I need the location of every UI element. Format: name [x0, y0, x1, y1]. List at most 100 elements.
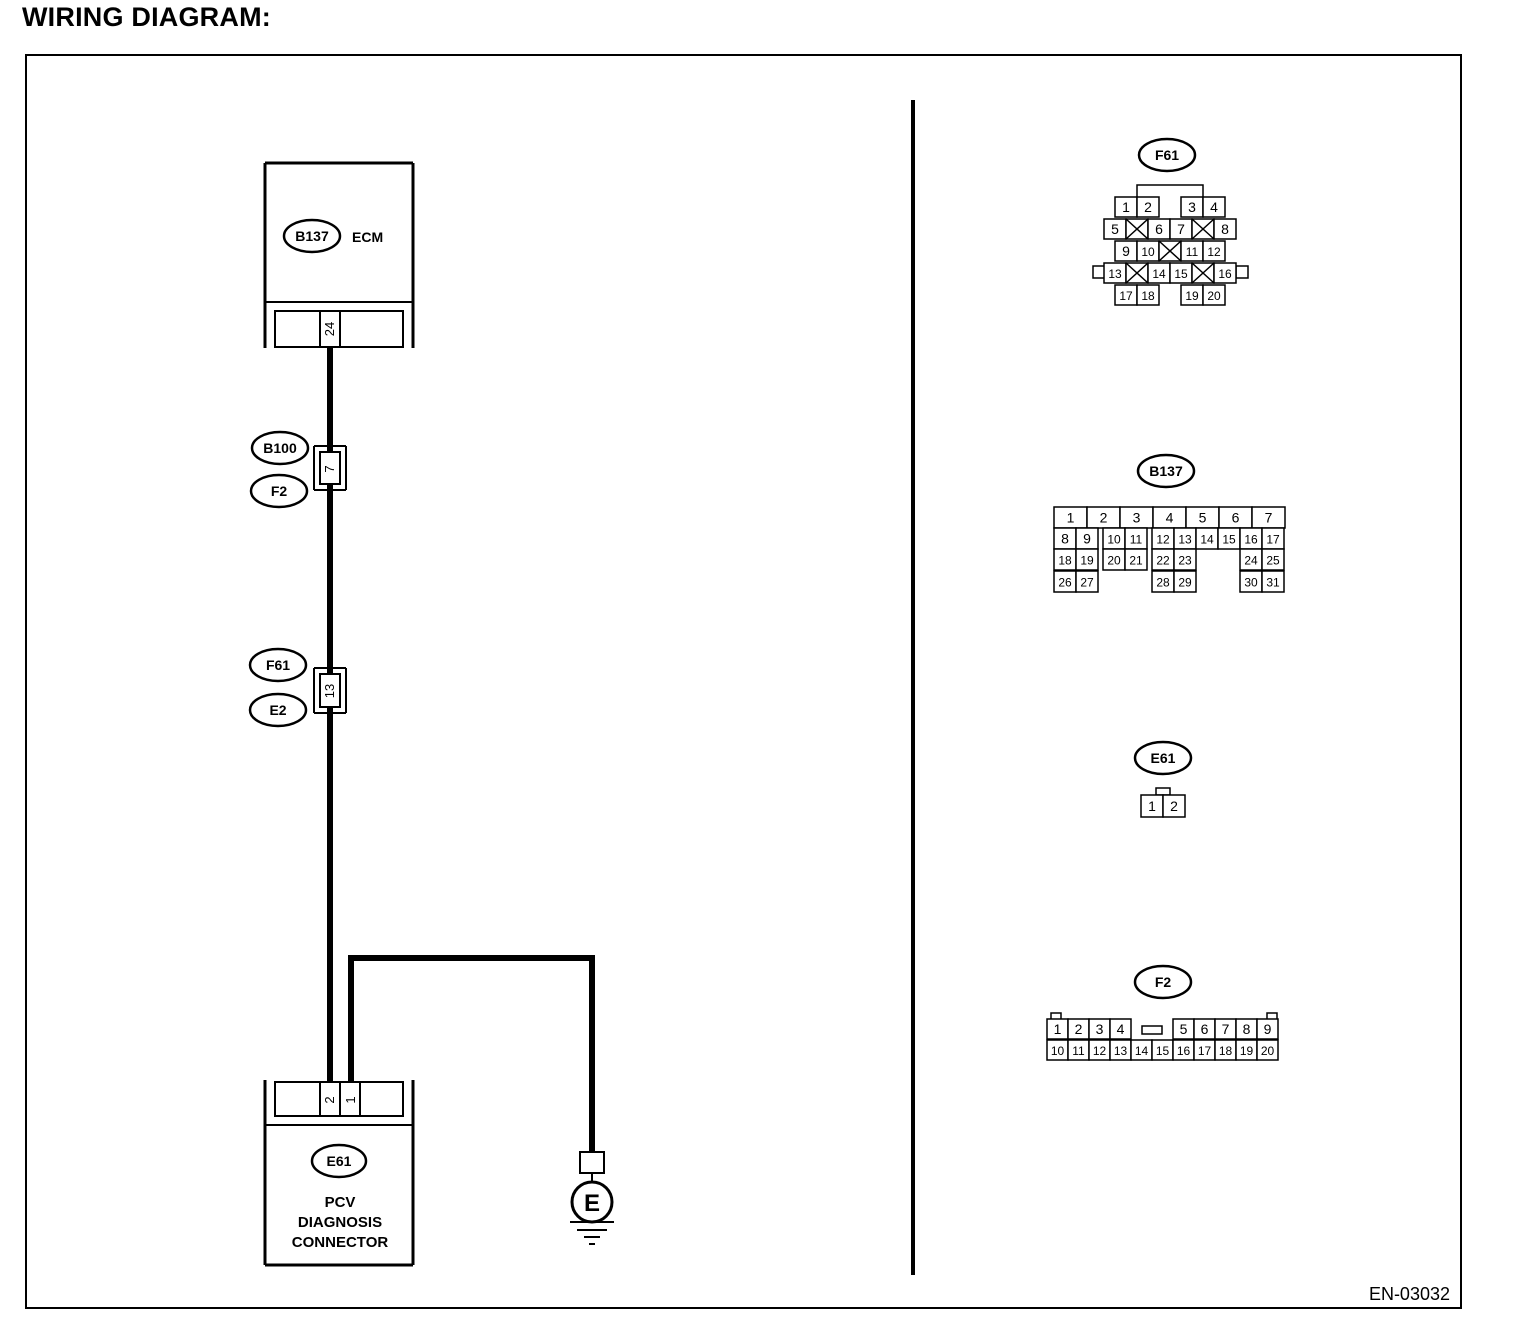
pin-cell	[1162, 794, 1186, 818]
pin-cell	[1256, 1018, 1279, 1040]
pin-number: 3	[1096, 1021, 1104, 1037]
pcv-name-line3: CONNECTOR	[292, 1234, 389, 1251]
pin-cell	[1213, 262, 1237, 284]
pin-number: 28	[1156, 576, 1170, 590]
pcv-name-line1: PCV	[325, 1194, 356, 1211]
pcv-pin-1-label: 1	[343, 1096, 358, 1103]
pin-number: 5	[1199, 510, 1207, 526]
pin-number: 18	[1058, 554, 1072, 568]
pin-cell	[1173, 548, 1197, 571]
pin-number: 9	[1264, 1021, 1272, 1037]
pin-number: 1	[1122, 199, 1130, 215]
pin-number: 19	[1240, 1044, 1254, 1058]
pin-number: 16	[1177, 1044, 1191, 1058]
e61-view-label: E61	[1151, 750, 1176, 766]
pin-number: 24	[1244, 554, 1258, 568]
pin-cell	[1256, 1039, 1279, 1061]
pcv-pin-2-label: 2	[322, 1096, 337, 1103]
pin-number: 2	[1170, 798, 1178, 814]
pin-number: 14	[1135, 1044, 1149, 1058]
joint1-top-label: B100	[263, 440, 297, 456]
pin-number: 11	[1072, 1044, 1085, 1058]
pin-cell	[1109, 1018, 1132, 1040]
document-code: EN-03032	[1369, 1284, 1450, 1304]
pin-number: 15	[1222, 533, 1236, 547]
pin-cell	[1213, 218, 1237, 240]
pin-number: 17	[1198, 1044, 1212, 1058]
pin-number: 3	[1188, 199, 1196, 215]
pin-number: 13	[1178, 533, 1192, 547]
pin-number: 13	[1108, 267, 1122, 281]
pin-number: 17	[1119, 289, 1133, 303]
joint-connector-f61-e2: 13 F61 E2	[248, 647, 347, 728]
pin-number: 9	[1083, 531, 1091, 547]
pin-number: 8	[1061, 531, 1069, 547]
pin-cell	[1075, 570, 1099, 593]
pin-cell	[1202, 240, 1226, 262]
pin-number: 26	[1058, 576, 1072, 590]
pin-cell	[1075, 548, 1099, 571]
pcv-connector-label: E61	[327, 1153, 352, 1169]
pin-number: 11	[1186, 245, 1199, 259]
pin-number: 4	[1210, 199, 1218, 215]
ecm-connector-label: B137	[295, 228, 329, 244]
pin-number: 2	[1100, 510, 1108, 526]
pin-number: 18	[1219, 1044, 1233, 1058]
pin-number: 7	[1222, 1021, 1230, 1037]
pin-number: 5	[1111, 221, 1119, 237]
pin-number: 19	[1080, 554, 1094, 568]
pin-number: 8	[1243, 1021, 1251, 1037]
pin-number: 20	[1261, 1044, 1275, 1058]
ecm-pin-label: 24	[322, 322, 337, 336]
pin-number: 14	[1200, 533, 1214, 547]
joint1-bottom-label: F2	[271, 483, 288, 499]
ground-symbol: E	[570, 1151, 614, 1245]
pin-number: 22	[1156, 554, 1170, 568]
pin-cell	[1202, 196, 1226, 218]
pin-number: 18	[1141, 289, 1155, 303]
pin-number: 1	[1148, 798, 1156, 814]
joint2-bottom-label: E2	[269, 702, 286, 718]
pin-number: 4	[1117, 1021, 1125, 1037]
pin-number: 5	[1180, 1021, 1188, 1037]
pin-cell	[1124, 548, 1148, 571]
pin-cell	[1261, 548, 1285, 571]
pin-number: 10	[1141, 245, 1155, 259]
pin-cell	[1202, 284, 1226, 306]
ground-label: E	[584, 1190, 600, 1217]
pin-cell	[1173, 570, 1197, 593]
pin-number: 1	[1067, 510, 1075, 526]
pin-number: 15	[1156, 1044, 1170, 1058]
pin-number: 8	[1221, 221, 1229, 237]
pin-number: 1	[1054, 1021, 1062, 1037]
pin-cell	[1261, 570, 1285, 593]
pin-number: 27	[1080, 576, 1094, 590]
ecm-connector-badge	[282, 218, 342, 254]
blank-pin-mark	[1125, 218, 1149, 240]
pin-number: 11	[1130, 533, 1143, 547]
blank-pin-mark	[1125, 262, 1149, 284]
pin-cell	[1136, 284, 1160, 306]
pin-number: 13	[1114, 1044, 1128, 1058]
ecm-box: B137 ECM 24	[263, 161, 415, 348]
pcv-name-line2: DIAGNOSIS	[298, 1214, 382, 1231]
pin-number: 10	[1107, 533, 1121, 547]
pin-number: 15	[1174, 267, 1188, 281]
pin-number: 30	[1244, 576, 1258, 590]
pin-number: 6	[1155, 221, 1163, 237]
joint1-pin-label: 7	[322, 465, 337, 472]
pin-number: 7	[1177, 221, 1185, 237]
diagram-frame	[25, 54, 1462, 1309]
pin-number: 16	[1218, 267, 1232, 281]
pin-number: 20	[1207, 289, 1221, 303]
f2-view-label: F2	[1155, 974, 1172, 990]
pin-number: 2	[1075, 1021, 1083, 1037]
